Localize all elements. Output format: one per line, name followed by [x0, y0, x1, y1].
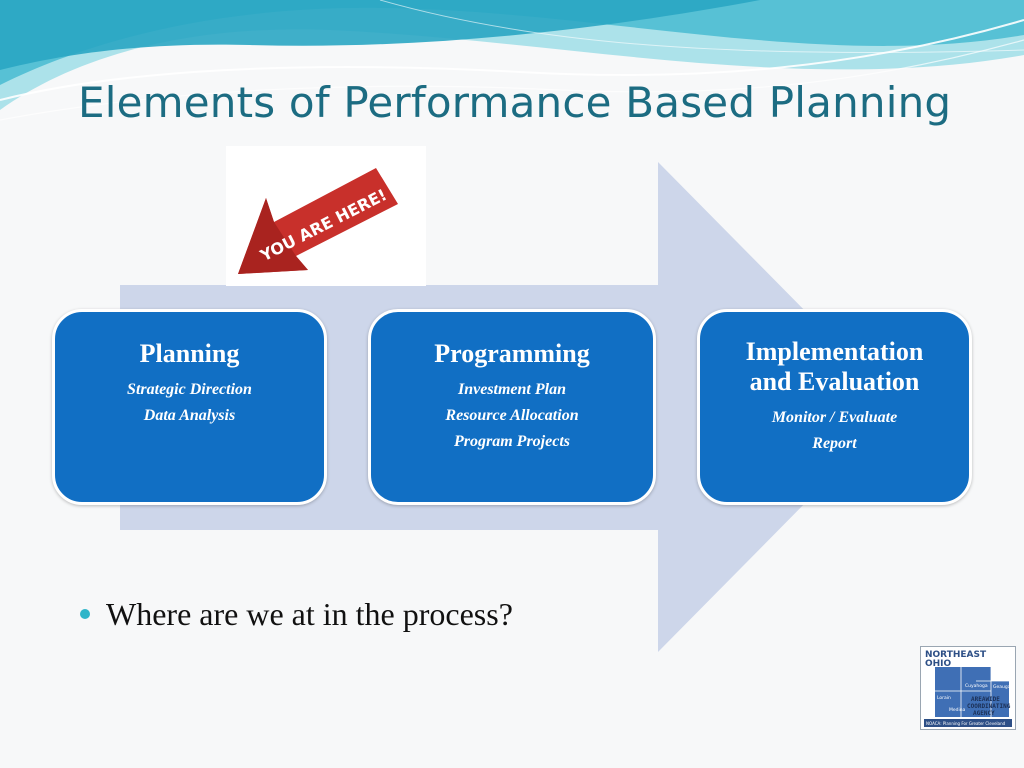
header-wave — [0, 0, 1024, 121]
stage-title: Programming — [434, 339, 590, 368]
svg-text:Lorain: Lorain — [937, 695, 951, 701]
svg-text:Geauga: Geauga — [993, 684, 1011, 690]
stage-item: Resource Allocation — [445, 407, 579, 424]
svg-text:NOACA: Planning For Greater Cl: NOACA: Planning For Greater Cleveland — [926, 721, 1006, 726]
stage-programming: Programming Investment Plan Resource All… — [368, 309, 656, 505]
stage-item: Strategic Direction — [127, 381, 252, 398]
stage-item: Investment Plan — [457, 381, 566, 398]
svg-text:OHIO: OHIO — [925, 659, 952, 669]
stage-implementation: Implementation and Evaluation Monitor / … — [697, 309, 972, 505]
svg-text:NORTHEAST: NORTHEAST — [925, 650, 987, 660]
stage-item: Monitor / Evaluate — [771, 409, 898, 426]
stage-title-line: and Evaluation — [749, 367, 920, 396]
bullet-dot-icon — [80, 608, 90, 619]
svg-text:Lake: Lake — [993, 673, 1004, 679]
svg-text:AREAWIDE: AREAWIDE — [971, 696, 1000, 703]
svg-text:Cuyahoga: Cuyahoga — [965, 683, 988, 689]
stage-planning: Planning Strategic Direction Data Analys… — [52, 309, 327, 505]
stage-title: Planning — [139, 339, 240, 368]
svg-text:AGENCY: AGENCY — [973, 710, 995, 717]
noaca-logo: NORTHEAST OHIO Lake Geauga Cuyahoga Lora… — [920, 646, 1016, 730]
stage-title-line: Implementation — [745, 337, 924, 366]
stage-item: Data Analysis — [143, 407, 236, 424]
svg-text:COORDINATING: COORDINATING — [967, 703, 1011, 710]
you-are-here-callout: YOU ARE HERE! — [226, 146, 426, 286]
ohio-map-icon — [935, 667, 1009, 717]
bullet-text: Where are we at in the process? — [106, 596, 513, 632]
svg-text:Medina: Medina — [949, 707, 966, 713]
red-arrow-icon — [238, 168, 398, 274]
stage-item: Program Projects — [454, 433, 570, 450]
stage-item: Report — [812, 435, 857, 452]
bullet-point: Where are we at in the process? — [80, 596, 513, 633]
slide-title: Elements of Performance Based Planning — [78, 78, 952, 127]
